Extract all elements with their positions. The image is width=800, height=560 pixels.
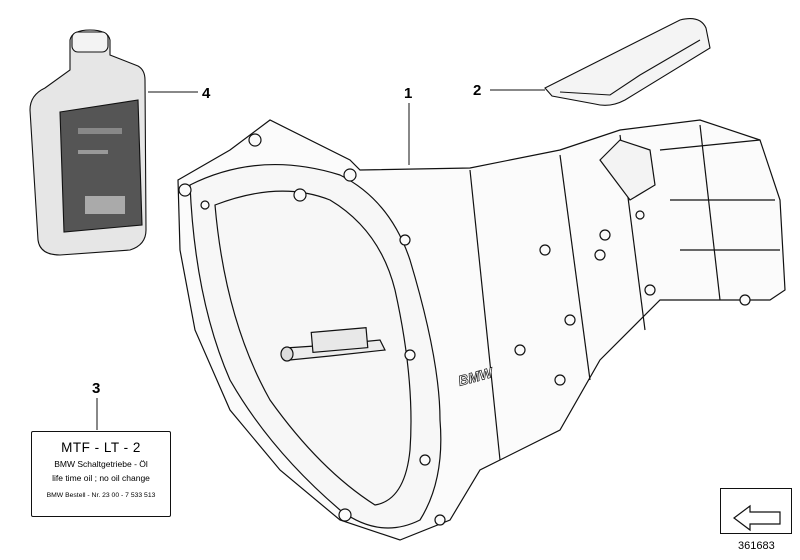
callout-1: 1 xyxy=(404,85,413,102)
callout-3: 3 xyxy=(92,380,101,397)
label-title: MTF - LT - 2 xyxy=(61,440,141,455)
diagram-reference: 361683 xyxy=(738,540,775,552)
transmission-housing[interactable] xyxy=(177,119,786,541)
oil-label-card[interactable]: MTF - LT - 2 BMW Schaltgetriebe - Öl lif… xyxy=(31,431,171,517)
nav-arrow-icon xyxy=(733,504,781,532)
oil-bottle[interactable] xyxy=(29,29,147,256)
label-subtitle: BMW Schaltgetriebe - Öl xyxy=(54,459,148,469)
callout-2: 2 xyxy=(473,82,482,99)
callout-4: 4 xyxy=(202,85,211,102)
label-part-number: BMW Bestell - Nr. 23 00 - 7 533 513 xyxy=(46,492,156,499)
label-note: life time oil ; no oil change xyxy=(52,473,150,483)
cover-part[interactable] xyxy=(544,18,711,106)
nav-back-button[interactable] xyxy=(720,488,792,534)
